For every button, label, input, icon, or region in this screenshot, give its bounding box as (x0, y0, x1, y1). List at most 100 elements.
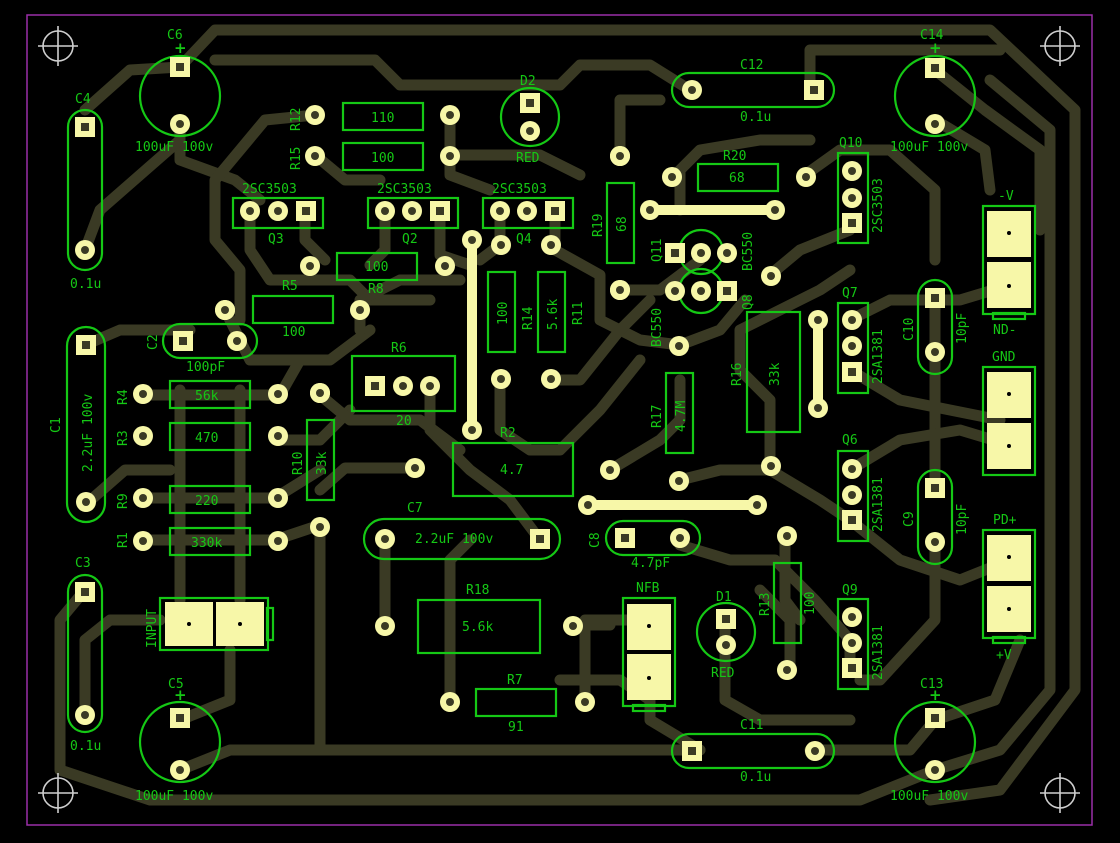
component-value: 220 (195, 494, 218, 509)
capacitor-c9: C9 10pF (902, 468, 970, 566)
component-ref: R12 (289, 108, 304, 131)
resistor-r20: R20 68 (662, 149, 816, 193)
component-ref: Q11 (650, 239, 665, 262)
electrolytic-cap-c13: + C13 100uF 100v (890, 677, 977, 804)
component-ref: C11 (740, 718, 763, 733)
component-value: 100uF 100v (135, 140, 213, 155)
component-ref: C1 (49, 417, 64, 433)
component-value: 330k (191, 536, 222, 551)
mounting-hole (38, 26, 78, 66)
connector-label: GND (992, 350, 1016, 365)
capacitor-c2: C2 100pF (146, 322, 259, 375)
part-number: 2SA1381 (871, 477, 886, 532)
component-value: 100 (803, 592, 818, 615)
component-value: 0.1u (740, 110, 771, 125)
component-value: 100 (496, 302, 511, 325)
resistor-r9: R9 220 (116, 484, 288, 515)
led-color: RED (711, 666, 735, 681)
component-ref: D1 (716, 590, 732, 605)
part-number: 2SA1381 (871, 329, 886, 384)
part-number: 2SC3503 (377, 182, 432, 197)
component-value: 68 (729, 171, 745, 186)
component-ref: R4 (116, 389, 131, 405)
electrolytic-cap-c14: + C14 100uF 100v (890, 28, 977, 155)
part-number: 2SC3503 (242, 182, 297, 197)
component-ref: Q2 (402, 232, 418, 247)
transistor-q9: Q9 2SA1381 (836, 583, 886, 691)
component-value: 100uF 100v (135, 789, 213, 804)
component-ref: R15 (289, 147, 304, 170)
component-ref: R1 (116, 532, 131, 548)
component-value: 2.2uF 100v (415, 532, 493, 547)
component-value: 4.7M (674, 401, 689, 432)
led-d1: D1 RED (695, 590, 757, 681)
polarity-plus: + (174, 686, 187, 704)
copper-traces (54, 24, 1081, 806)
part-number: 2SC3503 (871, 178, 886, 233)
resistor-r17: R17 4.7M (650, 336, 695, 491)
connector-label: ND- (993, 323, 1016, 338)
connector-nfb: NFB (621, 581, 677, 713)
component-ref: R7 (507, 673, 523, 688)
capacitor-c7: C7 2.2uF 100v (362, 501, 562, 561)
component-value: 5.6k (546, 299, 561, 330)
capacitor-c1: C1 2.2uF 100v (49, 325, 107, 524)
component-ref: C5 (168, 677, 184, 692)
component-ref: D2 (520, 74, 536, 89)
component-value: 100uF 100v (890, 140, 968, 155)
component-value: 100pF (186, 360, 225, 375)
component-ref: Q8 (741, 294, 756, 310)
transistor-q4: 2SC3503 Q4 (481, 182, 575, 247)
connector-negative-supply: -V ND- (981, 189, 1037, 338)
component-ref: R20 (723, 149, 746, 164)
component-ref: C9 (902, 511, 917, 527)
component-ref: R17 (650, 405, 665, 428)
connector-label: -V (998, 189, 1014, 204)
mounting-hole (38, 773, 78, 813)
board-outline (26, 14, 1093, 826)
transistor-q7: Q7 2SA1381 (836, 286, 886, 395)
trimmer-r6: R6 20 (350, 341, 457, 429)
component-ref: Q4 (516, 232, 532, 247)
component-value: 100 (365, 260, 388, 275)
resistor-r15: R15 100 (289, 141, 460, 172)
capacitor-c10: C10 10pF (902, 278, 970, 376)
component-ref: R18 (466, 583, 489, 598)
component-value: 100 (282, 325, 305, 340)
via-pads (215, 146, 828, 636)
electrolytic-cap-c6: + C6 100uF 100v (135, 28, 222, 155)
component-ref: C8 (588, 532, 603, 548)
component-ref: C14 (920, 28, 944, 43)
resistor-r7: R7 91 (440, 673, 595, 735)
polarity-plus: + (174, 39, 187, 57)
led-color: RED (516, 151, 540, 166)
component-value: 33k (768, 362, 783, 386)
component-value: 0.1u (70, 277, 101, 292)
component-ref: R2 (500, 426, 516, 441)
component-value: 4.7 (500, 463, 523, 478)
resistor-r8: R8 100 (300, 251, 455, 297)
component-ref: C3 (75, 556, 91, 571)
component-ref: C13 (920, 677, 943, 692)
component-value: 10pF (955, 313, 970, 344)
part-number: 2SA1381 (871, 625, 886, 680)
component-ref: Q6 (842, 433, 858, 448)
component-ref: R5 (282, 279, 298, 294)
component-value: 0.1u (70, 739, 101, 754)
component-ref: Q10 (839, 136, 862, 151)
mounting-hole (1040, 773, 1080, 813)
component-value: 100 (371, 151, 394, 166)
connector-input: INPUT (145, 596, 275, 652)
mounting-hole (1040, 26, 1080, 66)
component-value: 20 (396, 414, 412, 429)
mounting-holes (38, 26, 1080, 813)
resistor-r4: R4 56k (116, 379, 288, 410)
resistor-r12: R12 110 (289, 101, 460, 132)
component-ref: R11 (571, 302, 586, 325)
component-value: 110 (371, 111, 394, 126)
component-ref: R9 (116, 493, 131, 509)
part-number: BC550 (650, 308, 665, 347)
component-value: 5.6k (462, 620, 493, 635)
capacitor-c11: C11 0.1u (670, 718, 836, 785)
